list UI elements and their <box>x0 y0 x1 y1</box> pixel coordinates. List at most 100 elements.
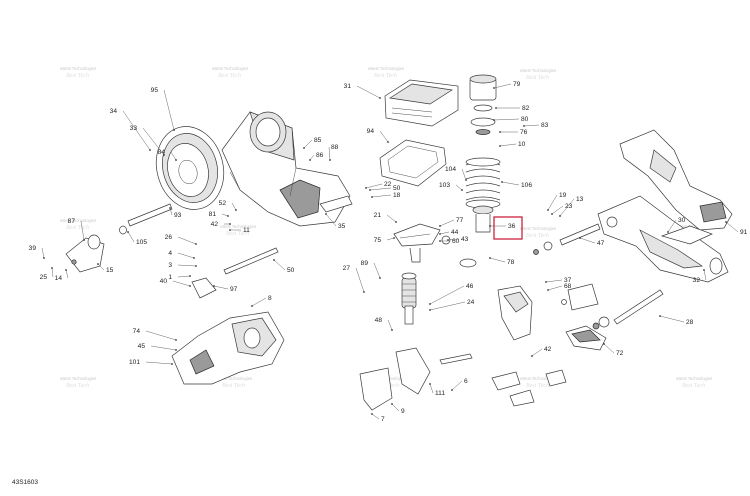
leader-dot <box>493 119 495 121</box>
watermark-text: eBest Technologies <box>520 226 556 231</box>
leader-dot <box>303 147 305 149</box>
leader-line <box>251 297 267 307</box>
watermark-text: Best Tech <box>374 73 397 79</box>
watermark-text: eBest Technologies <box>60 218 96 223</box>
leader-line <box>545 279 563 283</box>
leader-line <box>231 202 237 211</box>
leader-line <box>51 267 54 278</box>
watermark-text: Best Tech <box>222 383 245 389</box>
callout-label-47: 47 <box>597 240 605 247</box>
reference-code: 43S1603 <box>12 479 39 486</box>
leader-line <box>531 348 543 357</box>
callout-label-89: 89 <box>361 260 369 267</box>
leader-dot <box>365 187 367 189</box>
leader-dot <box>429 309 431 311</box>
leader-line <box>365 183 383 189</box>
leader-line <box>667 219 677 233</box>
callout-label-97: 97 <box>230 286 238 293</box>
leader-line <box>429 301 466 311</box>
leader-line <box>373 262 381 279</box>
leader-line <box>429 383 434 394</box>
leader-dot <box>229 229 231 231</box>
leader-dot <box>251 305 253 307</box>
leader-dot <box>547 209 549 211</box>
leader-dot <box>175 159 177 161</box>
callout-label-79: 79 <box>513 81 521 88</box>
leader-dot <box>499 131 501 133</box>
callout-label-31: 31 <box>344 83 352 90</box>
callout-label-106: 106 <box>521 182 532 189</box>
center-skid-bracket <box>497 285 533 341</box>
callout-label-81: 81 <box>209 211 217 218</box>
left-pivot-bracket <box>65 234 105 273</box>
callout-label-68: 68 <box>564 283 572 290</box>
leader-line <box>379 130 389 143</box>
leader-dot <box>495 107 497 109</box>
leader-dot <box>227 215 229 217</box>
watermark-text: Best Tech <box>526 75 549 81</box>
callout-label-34: 34 <box>110 108 118 115</box>
leader-line <box>447 238 460 241</box>
callout-label-80: 80 <box>521 116 529 123</box>
leader-line <box>273 259 286 271</box>
callout-label-87: 87 <box>68 218 76 225</box>
leader-line <box>80 220 85 241</box>
right-arm-assembly <box>597 195 729 283</box>
watermark-text: Best Tech <box>526 383 549 389</box>
leader-line <box>221 213 229 217</box>
leader-line <box>177 275 191 278</box>
leader-line <box>429 285 465 305</box>
leader-line <box>163 89 175 131</box>
leader-dot <box>531 355 533 357</box>
leader-dot <box>325 213 327 215</box>
leader-line <box>371 194 392 198</box>
watermark-text: Best Tech <box>682 383 705 389</box>
callout-label-44: 44 <box>451 229 459 236</box>
leader-dot <box>229 223 231 225</box>
callout-label-37: 37 <box>564 277 572 284</box>
callout-label-30: 30 <box>678 217 686 224</box>
leader-dot <box>725 221 727 223</box>
callout-label-77: 77 <box>456 217 464 224</box>
leader-dot <box>523 125 525 127</box>
leader-line <box>725 221 739 233</box>
leader-line <box>461 168 467 181</box>
leader-dot <box>379 97 381 99</box>
leader-line <box>41 247 45 259</box>
leader-line <box>387 319 393 331</box>
callout-label-8: 8 <box>268 295 272 302</box>
leader-line <box>169 207 173 216</box>
leader-line <box>170 151 177 161</box>
leader-line <box>356 85 381 99</box>
callout-label-26: 26 <box>165 234 173 241</box>
watermark-text: eBest Technologies <box>216 376 252 381</box>
leader-dot <box>175 349 177 351</box>
callout-label-45: 45 <box>138 343 146 350</box>
leader-dot <box>499 145 501 147</box>
leader-dot <box>551 213 553 215</box>
right-shaft <box>533 223 601 255</box>
leader-dot <box>429 303 431 305</box>
callout-label-4: 4 <box>168 250 172 257</box>
callout-label-40: 40 <box>160 278 168 285</box>
callout-label-23: 23 <box>565 203 573 210</box>
callout-label-15: 15 <box>106 267 114 274</box>
leader-line <box>493 83 512 89</box>
bottom-mount-42 <box>359 347 431 411</box>
leader-dot <box>173 129 175 131</box>
callout-label-36: 36 <box>508 223 516 230</box>
watermark-text: eBest Technologies <box>220 224 256 229</box>
callout-label-32: 32 <box>693 277 701 284</box>
watermark-text: eBest Technologies <box>60 376 96 381</box>
callout-label-50: 50 <box>393 185 401 192</box>
leader-line <box>355 267 365 293</box>
callout-label-83: 83 <box>541 122 549 129</box>
leader-line <box>489 257 506 263</box>
watermark-text: Best Tech <box>66 225 89 231</box>
callout-label-3: 3 <box>168 262 172 269</box>
leader-dot <box>193 257 195 259</box>
callout-label-10: 10 <box>518 141 526 148</box>
callout-label-91: 91 <box>740 229 748 236</box>
